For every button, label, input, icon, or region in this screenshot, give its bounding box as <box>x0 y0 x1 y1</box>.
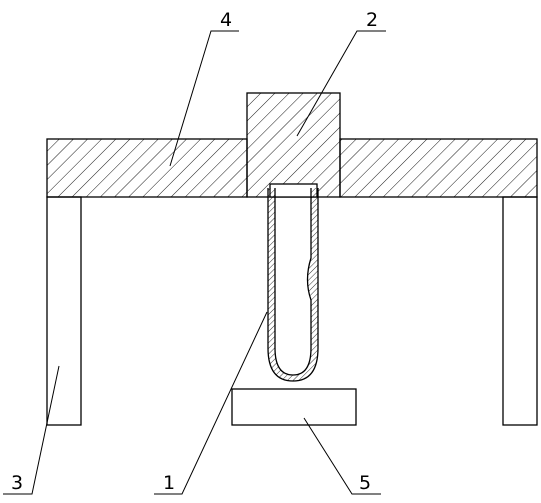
left-leg <box>46 196 82 426</box>
callout-4: 4 <box>220 9 232 31</box>
right-leg <box>502 196 538 426</box>
callout-5: 5 <box>359 472 371 494</box>
callout-3: 3 <box>11 472 23 494</box>
leader-lines <box>3 30 386 495</box>
callout-1: 1 <box>163 472 175 494</box>
center-block <box>246 92 341 198</box>
block-opening <box>269 183 318 198</box>
top-plate <box>46 138 538 198</box>
base-block <box>231 388 357 426</box>
callout-2: 2 <box>366 9 378 31</box>
preform-tube <box>267 188 319 382</box>
